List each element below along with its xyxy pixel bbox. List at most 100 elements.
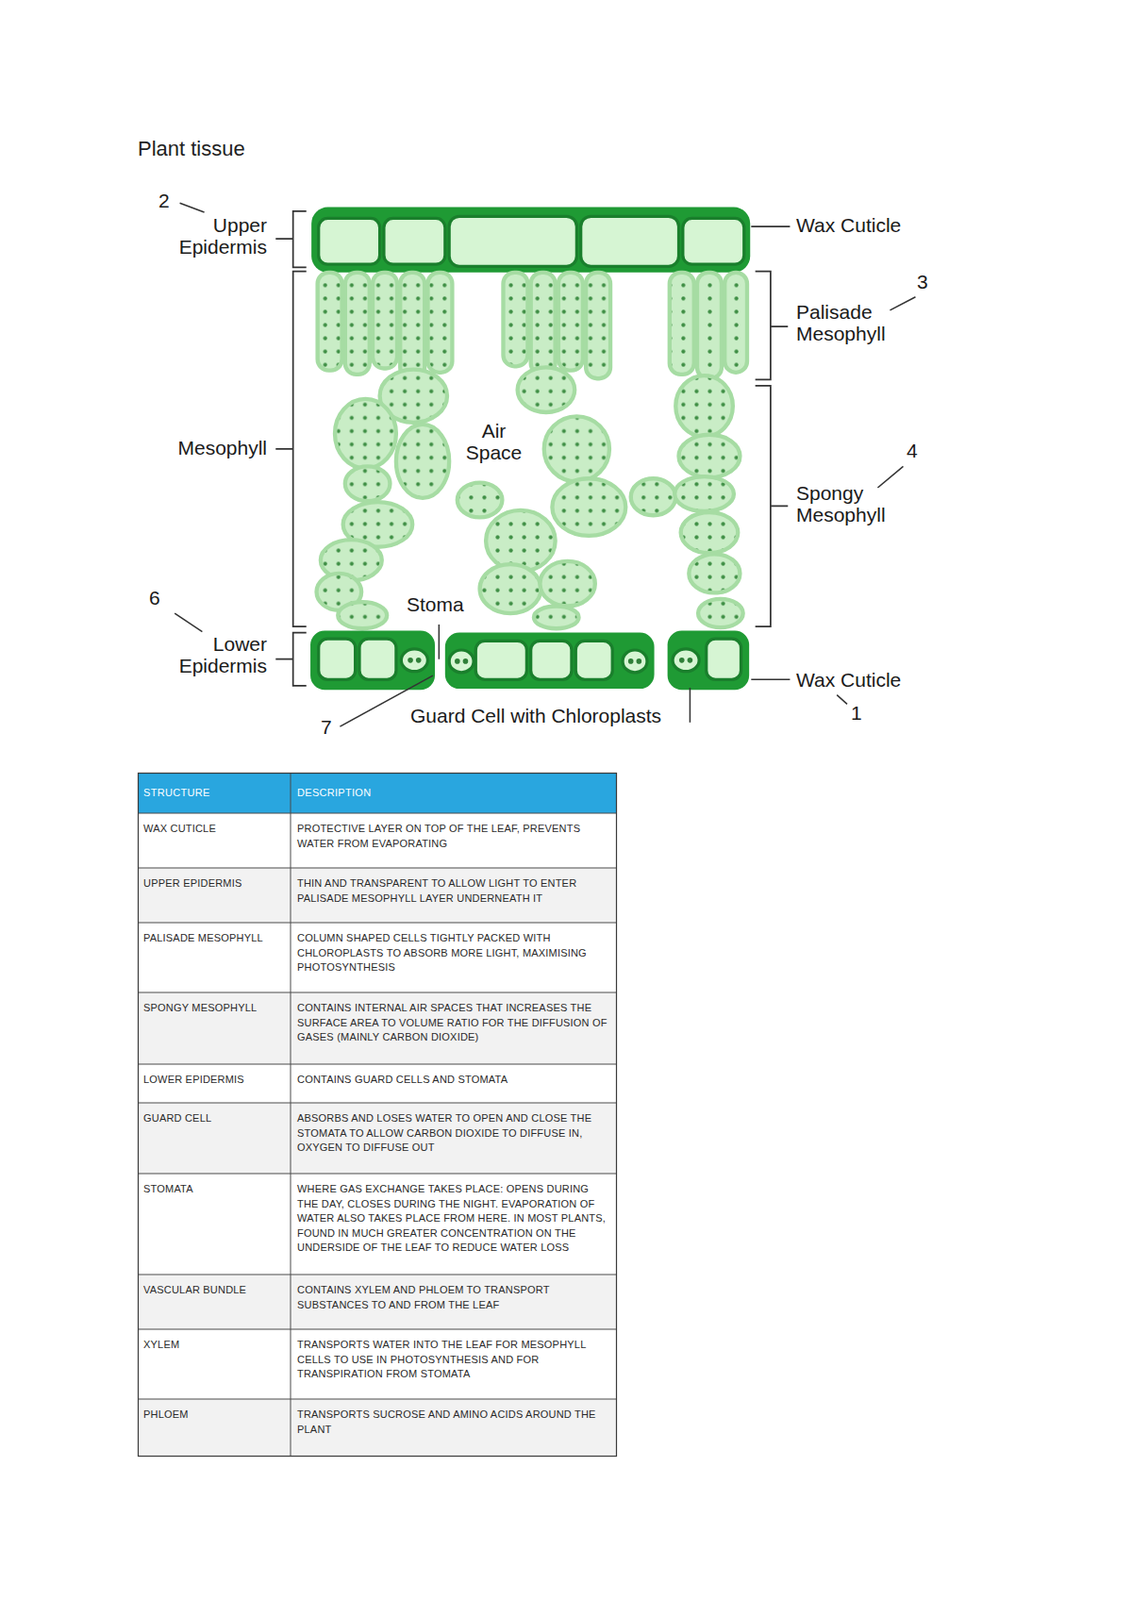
upper-epidermis — [318, 217, 381, 265]
table-grid — [137, 1064, 617, 1103]
bracket — [275, 211, 306, 267]
table-cell: PHLOEM — [143, 1407, 285, 1423]
callout-number: 4 — [906, 439, 918, 462]
spongy-mesophyll — [675, 375, 733, 437]
palisade-mesophyll — [531, 272, 556, 375]
palisade-mesophyll — [585, 272, 611, 379]
diagram-label: Spongy Mesophyll — [796, 482, 909, 526]
spongy-mesophyll — [457, 482, 503, 518]
table-cell: LOWER EPIDERMIS — [143, 1072, 285, 1088]
leader-line — [750, 225, 790, 228]
callout-number: 1 — [850, 701, 863, 724]
table-cell: CONTAINS INTERNAL AIR SPACES THAT INCREA… — [297, 1000, 611, 1046]
table-cell: COLUMN SHAPED CELLS TIGHTLY PACKED WITH … — [297, 931, 611, 976]
chloroplast — [407, 657, 693, 665]
chloroplast — [407, 657, 414, 664]
table-grid — [137, 1064, 617, 1066]
upper-epidermis — [581, 216, 680, 267]
table-cell: VASCULAR BUNDLE — [143, 1282, 285, 1299]
palisade-mesophyll — [427, 272, 452, 373]
upper-epidermis — [682, 217, 745, 265]
lower-epidermis — [359, 638, 397, 680]
spongy-mesophyll — [674, 476, 734, 512]
spongy-mesophyll — [631, 478, 677, 516]
bracket — [275, 271, 306, 627]
lower-epidermis — [310, 630, 750, 690]
lower-epidermis — [310, 630, 435, 690]
spongy-mesophyll — [337, 601, 387, 629]
lower-epidermis — [531, 640, 572, 680]
table-cell: SPONGY MESOPHYLL — [143, 1000, 285, 1016]
callout-number: 6 — [149, 586, 161, 609]
leader-line — [877, 466, 903, 488]
bracket — [275, 211, 788, 686]
upper-epidermis — [449, 216, 577, 267]
table-cell: PALISADE MESOPHYLL — [143, 931, 285, 947]
page-title: Plant tissue — [137, 137, 246, 161]
table-grid — [137, 1173, 617, 1175]
table-grid — [137, 1274, 617, 1276]
lower-epidermis — [475, 640, 527, 680]
spongy-mesophyll — [396, 424, 450, 499]
leader-line — [180, 202, 205, 213]
palisade-mesophyll — [669, 272, 695, 375]
table-grid — [137, 867, 617, 869]
table-cell: XYLEM — [143, 1337, 285, 1353]
palisade-mesophyll — [345, 272, 370, 375]
upper-epidermis — [318, 216, 745, 267]
leader-line — [889, 297, 916, 311]
leader-line — [174, 202, 916, 727]
table-grid — [137, 1173, 617, 1275]
wax-cuticle — [311, 207, 750, 273]
table-cell: STOMATA — [143, 1181, 285, 1198]
chloroplast — [679, 657, 685, 664]
palisade-mesophyll — [558, 272, 583, 371]
table-grid — [137, 813, 617, 868]
table-cell: CONTAINS XYLEM AND PHLOEM TO TRANSPORT S… — [297, 1282, 611, 1313]
spongy-mesophyll — [533, 605, 580, 629]
table-cell: WAX CUTICLE — [143, 821, 285, 837]
bracket — [275, 632, 306, 686]
diagram-label: Wax Cuticle — [796, 214, 901, 236]
leader-line — [174, 613, 202, 632]
diagram-label: Mesophyll — [177, 436, 267, 459]
spongy-mesophyll — [345, 466, 391, 501]
upper-epidermis — [383, 217, 446, 265]
lower-epidermis — [706, 638, 742, 680]
callout-number: 2 — [158, 189, 170, 212]
lower-epidermis — [667, 630, 750, 690]
chloroplast — [636, 658, 643, 665]
palisade-mesophyll — [399, 272, 425, 379]
table-grid — [137, 922, 617, 924]
table-grid — [137, 922, 617, 993]
chloroplast — [454, 658, 461, 665]
table-header: DESCRIPTION — [297, 786, 611, 799]
bracket — [755, 271, 789, 381]
table-cell: GUARD CELL — [143, 1111, 285, 1127]
callout-number: 3 — [916, 270, 929, 293]
table-cell: WHERE GAS EXCHANGE TAKES PLACE: OPENS DU… — [297, 1181, 611, 1256]
table-grid — [137, 992, 617, 1065]
table-grid — [137, 772, 617, 814]
palisade-mesophyll — [502, 272, 528, 367]
diagram-label: Guard Cell with Chloroplasts — [410, 704, 662, 727]
table-grid — [137, 1102, 617, 1174]
table-grid — [137, 1274, 617, 1330]
palisade-mesophyll — [372, 272, 398, 369]
leader-line — [750, 679, 790, 682]
spongy-mesophyll — [485, 510, 556, 572]
table-cell: PROTECTIVE LAYER ON TOP OF THE LEAF, PRE… — [297, 821, 611, 851]
upper-epidermis — [311, 207, 750, 273]
spongy-mesophyll — [681, 512, 739, 553]
chloroplast — [687, 657, 694, 664]
table-grid — [137, 1102, 617, 1104]
palisade-mesophyll — [317, 272, 343, 371]
table-grid — [137, 1329, 617, 1399]
diagram-label: Wax Cuticle — [796, 668, 901, 691]
table-cell: UPPER EPIDERMIS — [143, 876, 285, 892]
spongy-mesophyll — [698, 599, 744, 628]
chloroplast — [628, 658, 634, 665]
table-grid — [138, 773, 617, 1457]
